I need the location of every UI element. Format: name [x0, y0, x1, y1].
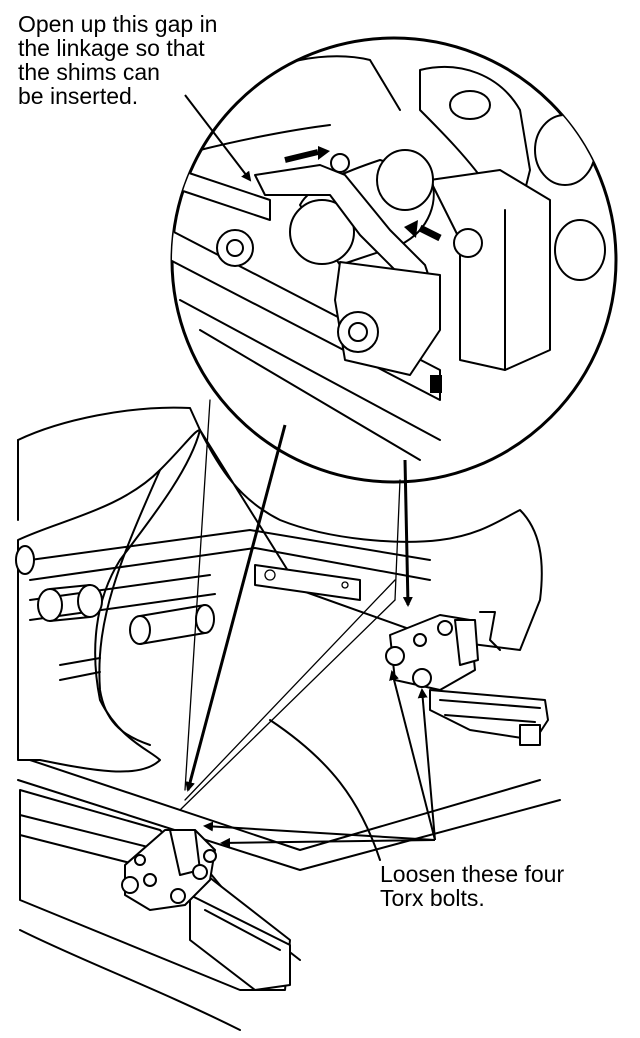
base-frame-upper	[17, 779, 561, 871]
zoom-gap-arrow-upper-head	[318, 146, 330, 160]
slotted-bracket	[254, 564, 361, 601]
left-pivot	[170, 888, 186, 904]
zoom-bolt-right	[453, 228, 483, 258]
base-frame-upper-inner	[29, 759, 541, 851]
zoom-detail	[170, 36, 618, 484]
zoom-gap-arrow-upper	[284, 149, 319, 163]
roller-top	[15, 545, 35, 575]
bolt-leader-4	[220, 837, 436, 848]
zoom-rail-lower	[179, 299, 441, 441]
zoom-gap-arrow-lower	[418, 224, 442, 242]
seat-assembly	[15, 406, 561, 1031]
bracket-hole-1	[264, 569, 276, 581]
zoom-projection-cross-2	[179, 599, 396, 811]
roller-mid-body	[139, 604, 206, 645]
left-pin	[134, 854, 146, 866]
right-latch-plate	[454, 619, 479, 666]
zoom-torx-recess-left	[226, 239, 244, 257]
roller-left-end	[77, 584, 103, 618]
zoom-bracket	[429, 169, 551, 371]
zoom-torx-recess-lower	[348, 322, 368, 342]
leader-arrows	[179, 94, 436, 848]
right-rail-groove	[439, 699, 541, 723]
bolt-leader-1	[389, 670, 436, 841]
roller-mid-end	[195, 604, 215, 634]
right-bolt-1	[385, 646, 405, 666]
base-curve	[269, 719, 381, 861]
frame-top-rail-inner	[29, 547, 431, 581]
zoom-boss-right	[534, 114, 596, 186]
zoom-projection-cross	[184, 579, 396, 801]
zoom-tab	[430, 375, 442, 393]
roller-left-body	[49, 584, 91, 622]
left-rail-end	[189, 894, 291, 991]
zoom-shell-line	[199, 124, 331, 151]
frame-top-rail	[29, 529, 431, 561]
zoom-rail-lower-2	[199, 329, 421, 461]
left-bolt-4	[203, 849, 217, 863]
left-bolt-1	[121, 876, 139, 894]
zoom-projection-right	[394, 479, 401, 601]
right-hook	[479, 611, 501, 651]
roller-left	[37, 588, 63, 622]
bolt-leader-3	[203, 821, 436, 841]
right-bolt-2	[412, 668, 432, 688]
arrow-to-right-latch	[402, 459, 413, 607]
callout-loosen-bolts: Loosen these four Torx bolts.	[380, 861, 565, 911]
side-cushion-fold	[98, 469, 161, 746]
cushion-edge	[17, 406, 201, 441]
zoom-cylinder-face	[289, 199, 355, 265]
roller-mid	[129, 615, 151, 645]
callout-open-gap: Open up this gap in the linkage so that …	[18, 11, 218, 109]
seat-back-shell	[199, 429, 543, 651]
left-bolt-2	[143, 873, 157, 887]
right-pivot	[437, 620, 453, 636]
bracket-hole-2	[341, 581, 349, 589]
right-rail-end	[519, 724, 541, 746]
zoom-housing-hole	[449, 90, 491, 120]
bolt-leader-2	[417, 688, 436, 841]
zoom-cylinder-end	[376, 149, 434, 211]
left-bolt-3	[192, 864, 208, 880]
arrow-to-left-latch	[185, 424, 287, 792]
zoom-bolt-top	[330, 153, 350, 173]
left-rail-channel	[204, 909, 281, 951]
frame-crossbar-2	[29, 593, 216, 621]
right-pin	[413, 633, 427, 647]
zoom-boss-lower	[554, 219, 606, 281]
zoom-projection-left	[184, 399, 211, 791]
zoom-gap-arrow-lower-head	[404, 220, 418, 238]
gap-leader-arrow	[184, 94, 252, 182]
spring-bar	[59, 657, 101, 681]
floor-edge	[19, 929, 241, 1031]
